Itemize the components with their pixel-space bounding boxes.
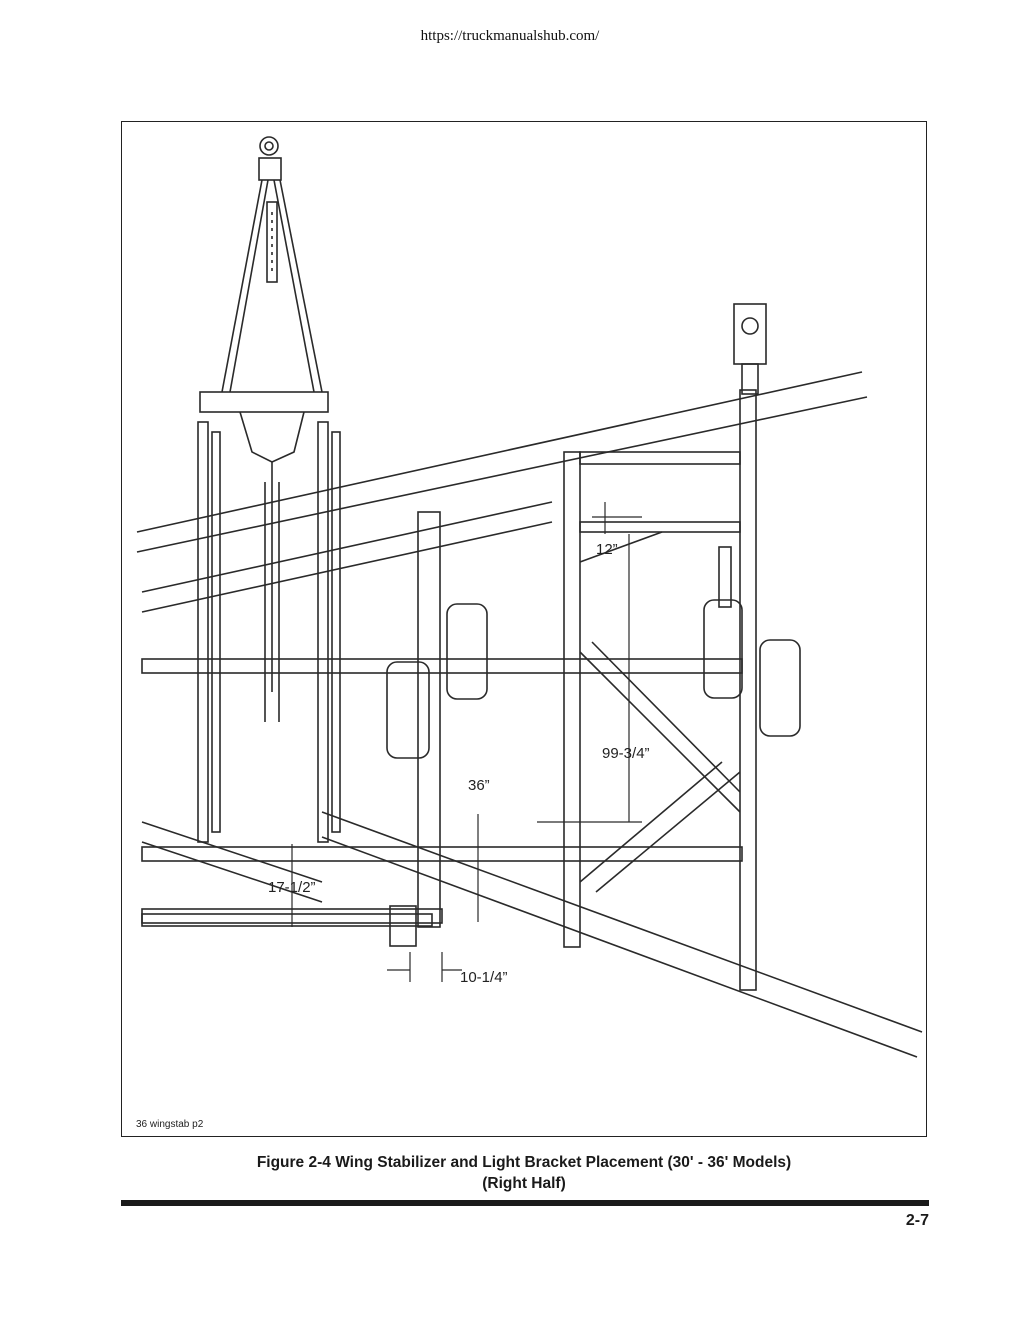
page-number: 2-7 (905, 1212, 929, 1229)
wheels (386, 546, 801, 759)
figure-caption: Figure 2-4 Wing Stabilizer and Light Bra… (121, 1152, 927, 1194)
bottom-rail (141, 913, 433, 927)
caption-line-1: Figure 2-4 Wing Stabilizer and Light Bra… (256, 1154, 792, 1171)
caption-line-2: (Right Half) (482, 1175, 566, 1192)
figure-frame: 12” 99-3/4” 36” 17-1/2” 10-1/4” 36 wings… (121, 121, 927, 1137)
rear-hitch (733, 303, 767, 395)
dim-17-1-2: 17-1/2” (268, 879, 316, 896)
dimension-lines (291, 502, 642, 982)
rear-wing-toolbar (141, 811, 923, 1058)
site-url[interactable]: https://truckmanualshub.com/ (420, 28, 600, 44)
dim-10-1-4: 10-1/4” (460, 969, 508, 986)
hitch-tongue (221, 136, 323, 393)
dim-12: 12” (596, 541, 618, 558)
dim-36: 36” (468, 777, 490, 794)
figure-id-label: 36 wingstab p2 (136, 1119, 204, 1130)
implement-drawing: 12” 99-3/4” 36” 17-1/2” 10-1/4” (136, 136, 923, 1058)
center-frame (197, 389, 757, 991)
dim-99-3-4: 99-3/4” (602, 745, 650, 762)
footer-rule (121, 1200, 929, 1206)
front-wing-toolbar (136, 371, 868, 613)
light-bracket (389, 905, 417, 947)
